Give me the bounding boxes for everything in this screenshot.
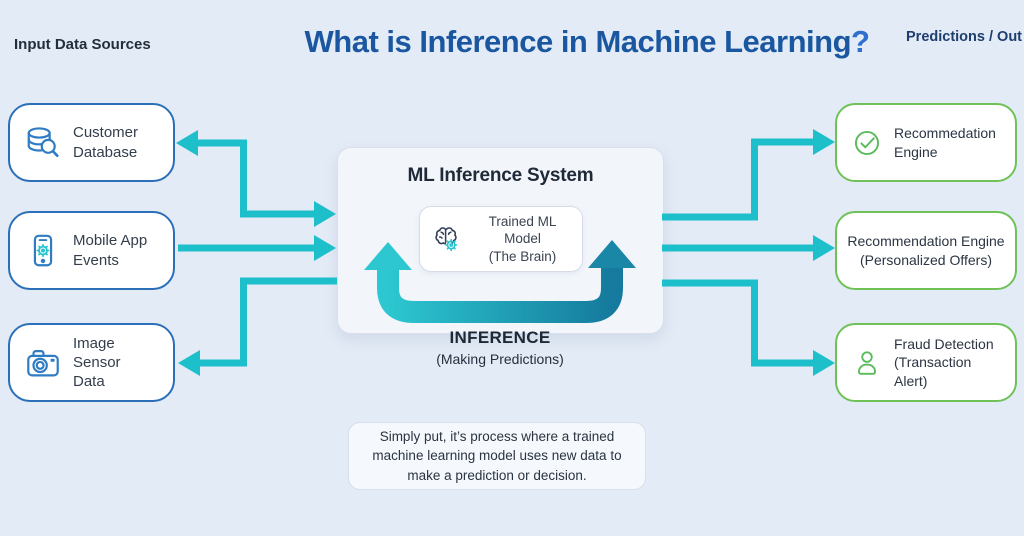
ml-inference-system-title: ML Inference System	[407, 165, 594, 186]
input-sources-header: Input Data Sources	[14, 36, 151, 53]
output-box-label: Recommendation Engine(Personalized Offer…	[847, 233, 1005, 268]
summary-note-line: Simply put, it’s process where a trained	[379, 429, 615, 445]
arrow-output-top	[662, 129, 835, 221]
output-box-recommendation-engine-offers: Recommendation Engine(Personalized Offer…	[835, 211, 1017, 290]
output-box-label: Fraud Detection(Transaction Alert)	[894, 336, 994, 389]
arrow-image-sensor-data	[178, 277, 337, 376]
arrow-customer-database	[176, 130, 336, 227]
predictions-header: Predictions / Out	[906, 29, 1023, 45]
output-box-fraud-detection: Fraud Detection(Transaction Alert)	[835, 323, 1017, 402]
summary-note-box: Simply put, it’s process where a trained…	[348, 422, 646, 490]
person-icon	[857, 350, 877, 375]
page-title-text: What is Inference in Machine Learning	[304, 24, 852, 59]
arrow-output-middle	[662, 235, 835, 261]
page-title: What is Inference in Machine Learning?	[237, 24, 937, 60]
arrow-mobile-app-events	[178, 235, 336, 261]
trained-ml-model-label: Trained ML Model(The Brain)	[488, 213, 557, 264]
camera-icon	[27, 349, 59, 376]
summary-note-line: machine learning model uses new data to	[372, 448, 622, 464]
database-search-icon	[27, 126, 59, 157]
inference-caption: INFERENCE (Making Predictions)	[350, 328, 650, 367]
page-title-question-mark: ?	[851, 24, 870, 59]
mobile-app-gear-icon	[33, 234, 53, 266]
trained-ml-model-box: Trained ML Model(The Brain)	[418, 206, 583, 272]
summary-note-line: make a prediction or decision.	[407, 467, 587, 483]
arrow-output-bottom	[662, 279, 835, 376]
check-circle-icon	[854, 130, 880, 155]
ml-inference-system-box: ML Inference System	[337, 147, 664, 334]
inference-title: INFERENCE	[449, 328, 551, 347]
inference-subtitle: (Making Predictions)	[436, 351, 564, 367]
brain-gear-icon	[434, 227, 457, 252]
